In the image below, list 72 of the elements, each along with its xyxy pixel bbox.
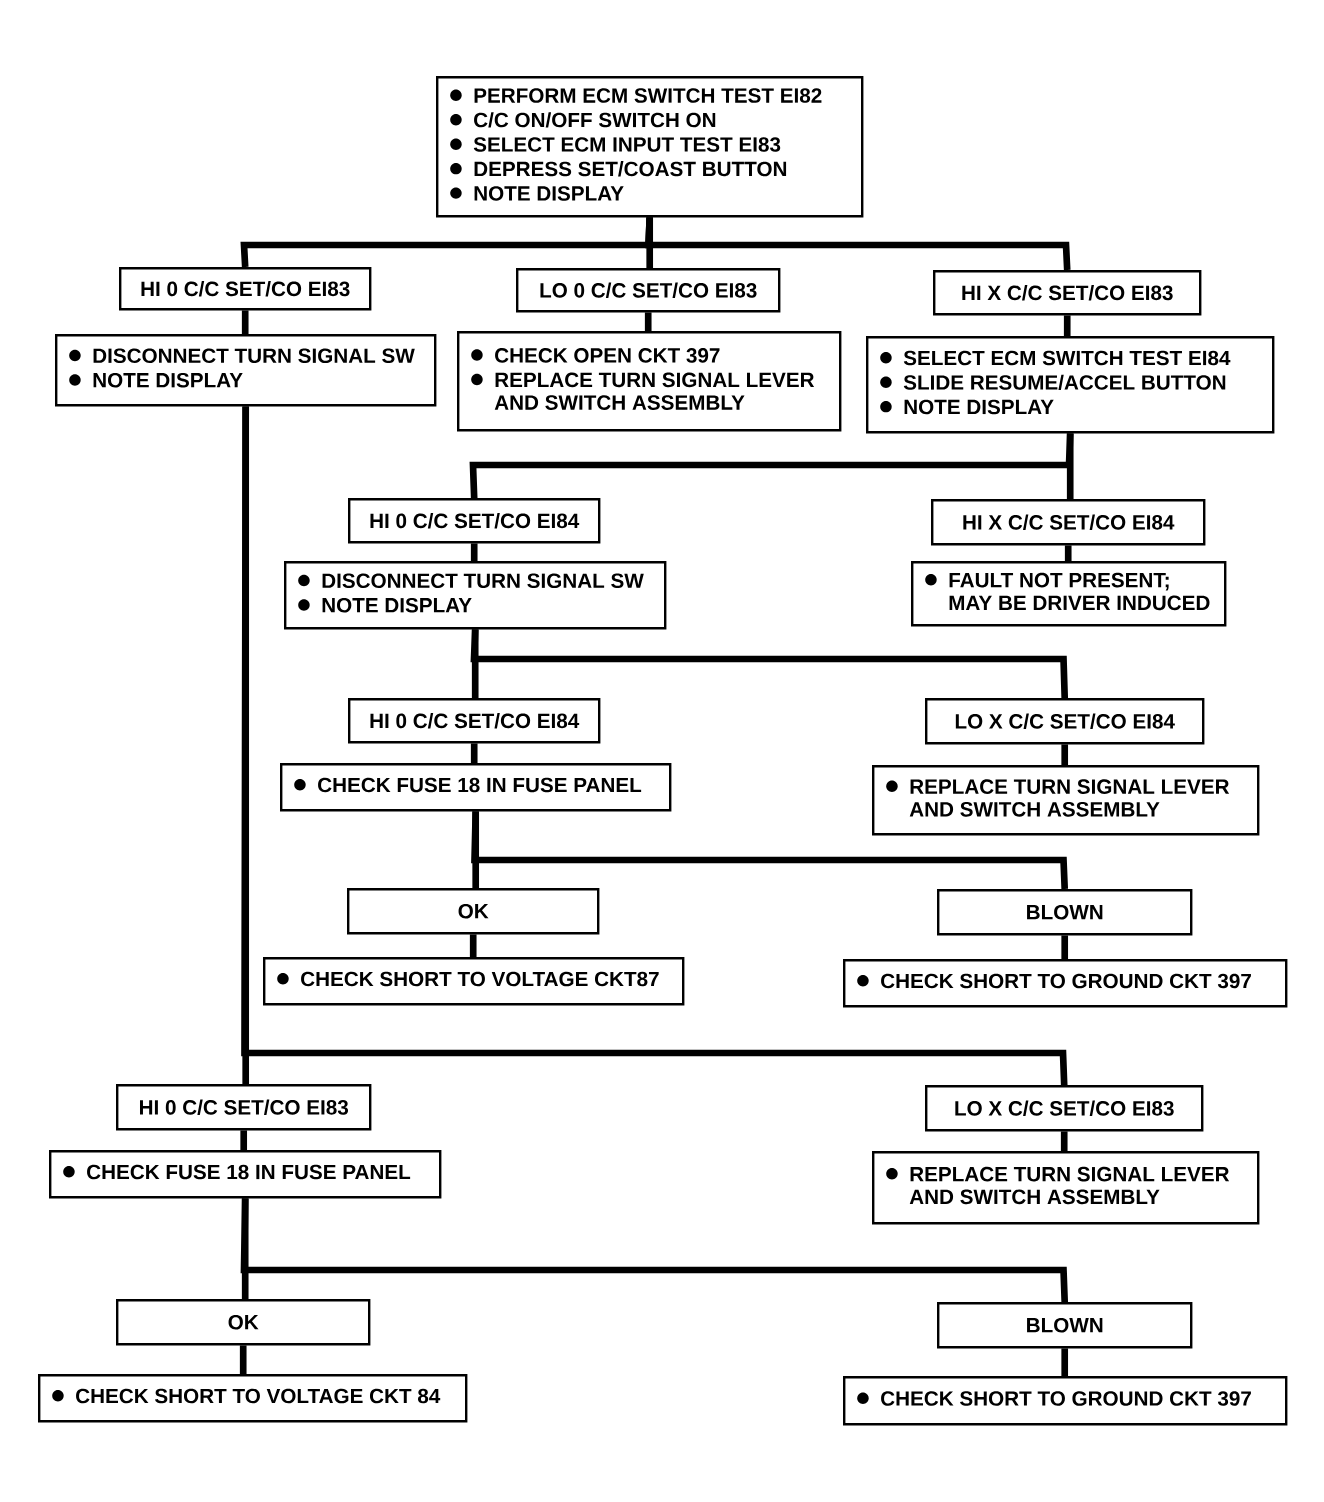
instruction-box bbox=[911, 561, 1227, 627]
connector-line bbox=[241, 310, 249, 334]
instruction-box bbox=[843, 959, 1288, 1008]
instruction-box bbox=[872, 1151, 1260, 1225]
connector-line bbox=[470, 629, 1069, 699]
condition-box: HI X C/C SET/CO EI83 bbox=[933, 270, 1202, 316]
condition-box: BLOWN bbox=[937, 889, 1193, 936]
instruction-box bbox=[263, 957, 685, 1006]
condition-box: LO X C/C SET/CO EI84 bbox=[925, 698, 1205, 745]
instruction-box bbox=[284, 561, 667, 630]
connector-line bbox=[645, 217, 1071, 271]
instruction-text: REPLACE TURN SIGNAL LEVER AND SWITCH ASSEMBLY bbox=[909, 1166, 1230, 1205]
instruction-text: REPLACE TURN SIGNAL LEVER AND SWITCH ASSEMBLY bbox=[909, 779, 1230, 817]
instruction-text: NOTE DISPLAY bbox=[474, 186, 624, 201]
condition-box: HI 0 C/C SET/CO EI84 bbox=[348, 498, 601, 544]
instruction-text: DEPRESS SET/COAST BUTTON bbox=[474, 161, 787, 177]
condition-box: HI X C/C SET/CO EI84 bbox=[931, 499, 1206, 546]
instruction-text: NOTE DISPLAY bbox=[904, 399, 1054, 415]
connector-line bbox=[1060, 1131, 1068, 1151]
connector-line bbox=[241, 1198, 249, 1299]
instruction-text: FAULT NOT PRESENT; MAY BE DRIVER INDUCED bbox=[949, 572, 1210, 611]
connector-line bbox=[644, 312, 652, 331]
connector-line bbox=[470, 543, 478, 561]
instruction-text: NOTE DISPLAY bbox=[322, 597, 472, 613]
connector-line bbox=[1061, 744, 1069, 765]
connector-line bbox=[471, 811, 1069, 890]
instruction-box bbox=[872, 765, 1260, 836]
instruction-box bbox=[457, 331, 842, 432]
instruction-text: CHECK FUSE 18 IN FUSE PANEL bbox=[87, 1164, 411, 1180]
instruction-text: PERFORM ECM SWITCH TEST EI82 bbox=[474, 88, 822, 103]
connector-line bbox=[1063, 315, 1071, 336]
instruction-text: CHECK SHORT TO VOLTAGE CKT 84 bbox=[76, 1388, 441, 1404]
instruction-text: DISCONNECT TURN SIGNAL SW bbox=[93, 348, 415, 364]
condition-box: BLOWN bbox=[937, 1302, 1193, 1349]
instruction-text: DISCONNECT TURN SIGNAL SW bbox=[322, 573, 644, 589]
instruction-text: REPLACE TURN SIGNAL LEVER AND SWITCH ASSEMBLY bbox=[494, 372, 815, 410]
instruction-text: SLIDE RESUME/ACCEL BUTTON bbox=[903, 374, 1226, 390]
instruction-text: CHECK OPEN CKT 397 bbox=[495, 348, 720, 363]
connector-line bbox=[1064, 545, 1072, 561]
condition-box: HI 0 C/C SET/CO EI84 bbox=[348, 698, 601, 744]
connector-line bbox=[469, 934, 477, 957]
connector-line bbox=[240, 1130, 248, 1150]
connector-line bbox=[646, 217, 654, 268]
instruction-box bbox=[436, 76, 864, 218]
instruction-box bbox=[843, 1376, 1288, 1426]
instruction-text: CHECK SHORT TO GROUND CKT 397 bbox=[881, 1391, 1251, 1406]
instruction-box bbox=[38, 1374, 468, 1423]
connector-line bbox=[241, 406, 1068, 1086]
instruction-text: SELECT ECM SWITCH TEST EI84 bbox=[903, 350, 1231, 366]
instruction-text: CHECK SHORT TO GROUND CKT 397 bbox=[881, 973, 1251, 989]
connector-line bbox=[240, 1198, 1069, 1303]
instruction-text: CHECK SHORT TO VOLTAGE CKT87 bbox=[301, 971, 659, 987]
instruction-box bbox=[49, 1150, 442, 1199]
connector-line bbox=[1061, 1348, 1069, 1376]
condition-box: OK bbox=[347, 888, 600, 935]
instruction-text: SELECT ECM INPUT TEST EI83 bbox=[473, 137, 781, 152]
connector-line bbox=[470, 743, 478, 763]
condition-box: HI 0 C/C SET/CO EI83 bbox=[116, 1084, 372, 1131]
instruction-text: CHECK FUSE 18 IN FUSE PANEL bbox=[318, 777, 642, 793]
connector-line bbox=[1066, 433, 1074, 499]
instruction-text: NOTE DISPLAY bbox=[93, 372, 243, 388]
instruction-box bbox=[280, 763, 672, 812]
condition-box: OK bbox=[116, 1299, 371, 1346]
condition-box: HI 0 C/C SET/CO EI83 bbox=[119, 267, 372, 311]
condition-box: LO 0 C/C SET/CO EI83 bbox=[516, 268, 781, 313]
connector-line bbox=[239, 1345, 247, 1374]
instruction-box bbox=[866, 336, 1275, 434]
instruction-box bbox=[55, 334, 437, 407]
instruction-text: C/C ON/OFF SWITCH ON bbox=[474, 112, 716, 128]
condition-box: LO X C/C SET/CO EI83 bbox=[925, 1085, 1204, 1132]
connector-line bbox=[1061, 935, 1069, 959]
connector-line bbox=[471, 629, 479, 698]
